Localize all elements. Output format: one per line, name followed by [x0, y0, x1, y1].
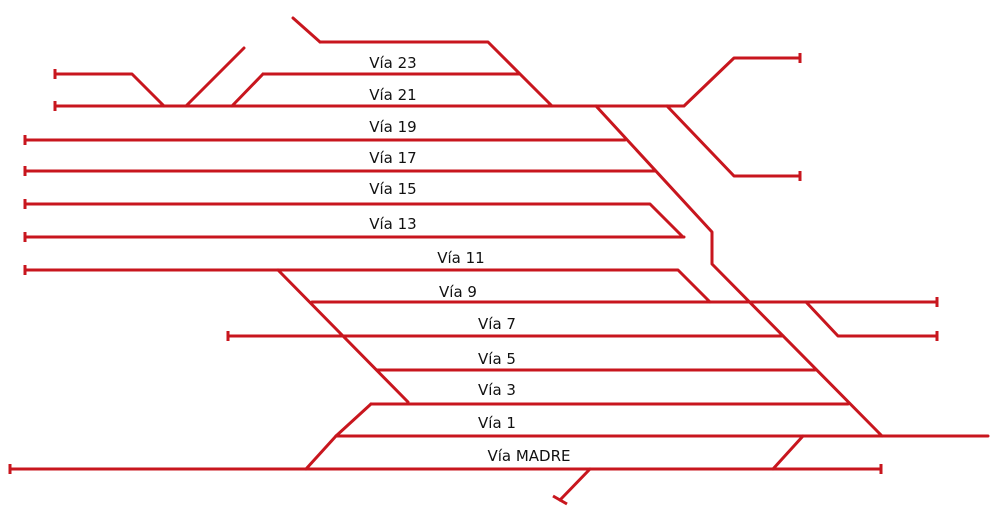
track-label-via-13: Vía 13 [369, 215, 416, 233]
track-label-via-madre: Vía MADRE [487, 447, 570, 465]
track-via-21-left-lead [230, 72, 265, 108]
track-label-via-1: Vía 1 [478, 414, 516, 432]
track-left-diagonal [184, 46, 246, 108]
track-label-via-17: Vía 17 [369, 149, 416, 167]
track-right-branch [665, 104, 802, 178]
track-via-15 [23, 202, 684, 238]
track-via-madre-left-lead [304, 434, 338, 471]
track-main-upper [53, 56, 802, 108]
track-label-via-23: Vía 23 [369, 54, 416, 72]
track-label-via-15: Vía 15 [369, 180, 416, 198]
tracks-group [8, 16, 990, 502]
track-via-23 [318, 40, 554, 108]
track-via-23-upper-lead [291, 16, 322, 44]
track-label-via-21: Vía 21 [369, 86, 416, 104]
track-via-3-left-lead [334, 402, 373, 438]
track-label-via-9: Vía 9 [439, 283, 477, 301]
track-ends-group [8, 53, 939, 506]
track-via-11 [23, 268, 712, 304]
track-label-via-3: Vía 3 [478, 381, 516, 399]
track-via-9-branch [804, 300, 939, 338]
track-lower-spur [558, 467, 592, 502]
track-label-via-5: Vía 5 [478, 350, 516, 368]
track-label-via-11: Vía 11 [437, 249, 484, 267]
track-left-lead [53, 72, 166, 108]
track-crossover-right-upper [594, 104, 884, 438]
track-label-via-7: Vía 7 [478, 315, 516, 333]
buffer-stop-lower-spur [552, 494, 568, 506]
track-via-madre-right-lead [771, 434, 805, 471]
track-label-via-19: Vía 19 [369, 118, 416, 136]
track-crossover-left [276, 268, 410, 404]
